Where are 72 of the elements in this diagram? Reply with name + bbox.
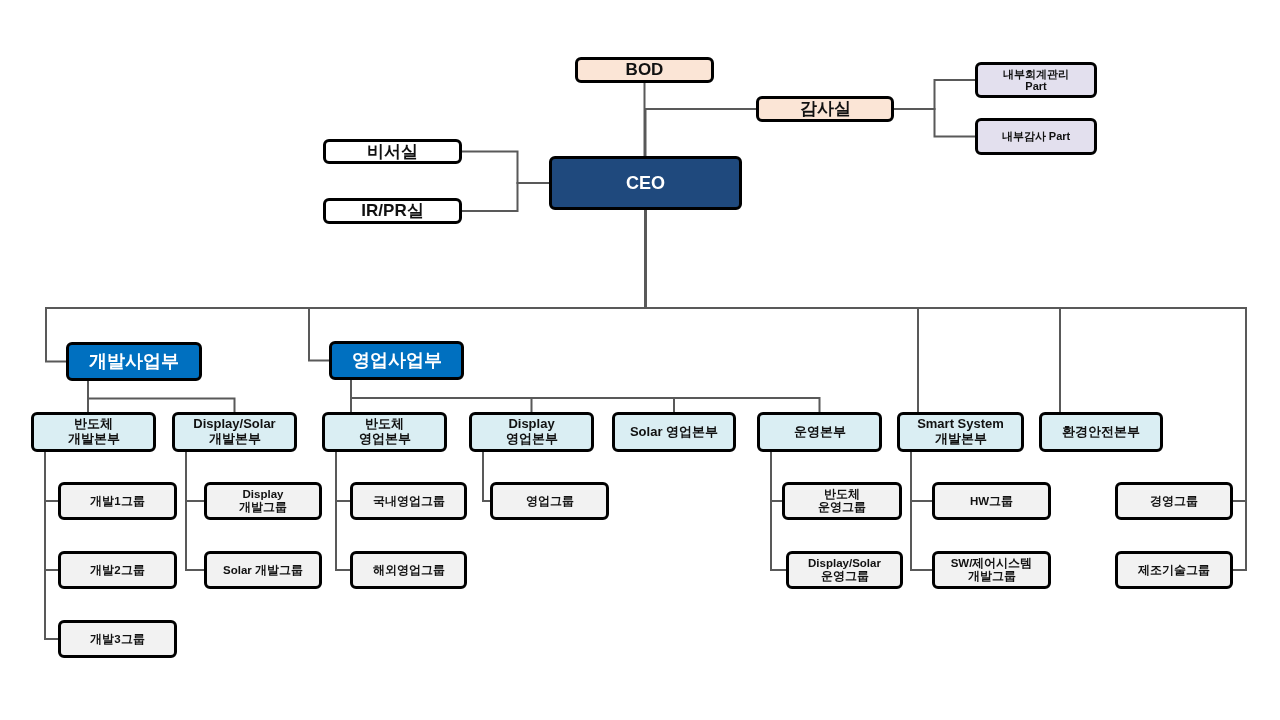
unit-name: 반도체 개발본부 — [66, 417, 121, 447]
department-box — [612, 412, 736, 452]
unit-name: Smart System 개발본부 — [916, 417, 1005, 447]
group-box — [1115, 551, 1233, 589]
unit-name: 개발2그룹 — [90, 563, 145, 577]
group-box — [1115, 482, 1233, 520]
connector-line — [185, 451, 205, 571]
group-box — [204, 551, 322, 589]
org-box — [323, 198, 462, 224]
connector-line — [482, 451, 491, 502]
unit-name: CEO — [626, 172, 665, 194]
unit-name: IR/PR실 — [361, 201, 424, 221]
unit-name: HW그룹 — [969, 494, 1014, 508]
unit-name: 감사실 — [799, 99, 851, 119]
group-box — [350, 551, 467, 589]
unit-name: 국내영업그룹 — [372, 494, 445, 508]
connector-line — [335, 451, 351, 571]
unit-name: Display 영업본부 — [504, 417, 559, 447]
unit-name: BOD — [625, 60, 664, 80]
connector-line — [44, 451, 59, 640]
unit-name: Solar 개발그룹 — [223, 563, 303, 577]
group-box — [932, 551, 1051, 589]
department-box — [469, 412, 594, 452]
unit-name: 내부감사 Part — [1001, 130, 1071, 143]
department-box — [897, 412, 1024, 452]
department-box — [31, 412, 156, 452]
connector-line — [643, 82, 646, 157]
unit-name: 반도체 운영그룹 — [817, 488, 867, 514]
unit-name: SW/제어시스템 개발그룹 — [949, 557, 1034, 583]
unit-name: Display/Solar 운영그룹 — [807, 557, 882, 583]
group-box — [204, 482, 322, 520]
unit-name: 개발1그룹 — [90, 494, 145, 508]
group-box — [58, 620, 177, 658]
group-box — [782, 482, 902, 520]
department-box — [757, 412, 882, 452]
unit-name: 개발사업부 — [89, 351, 179, 372]
org-box — [975, 118, 1097, 155]
department-box — [1039, 412, 1163, 452]
org-box — [575, 57, 714, 83]
org-box — [756, 96, 894, 122]
unit-name: 환경안전본부 — [1062, 424, 1140, 440]
unit-name: 경영그룹 — [1150, 494, 1198, 508]
unit-name: Solar 영업본부 — [629, 424, 719, 440]
org-box — [975, 62, 1097, 98]
unit-name: 영업그룹 — [525, 494, 574, 508]
division-box — [66, 342, 202, 381]
unit-name: 개발3그룹 — [90, 632, 145, 646]
unit-name: 영업사업부 — [351, 350, 442, 371]
group-box — [932, 482, 1051, 520]
connector-line — [910, 451, 933, 571]
unit-name: 반도체 영업본부 — [357, 417, 412, 447]
unit-name: 운영본부 — [793, 424, 846, 440]
unit-name: 제조기술그룹 — [1138, 563, 1210, 577]
unit-name: Display 개발그룹 — [238, 488, 288, 514]
org-box — [323, 139, 462, 164]
group-box — [58, 482, 177, 520]
unit-name: Display/Solar 개발본부 — [192, 417, 277, 447]
connector-line — [87, 380, 236, 413]
group-box — [490, 482, 609, 520]
group-box — [58, 551, 177, 589]
division-box — [329, 341, 464, 380]
connector-line — [644, 108, 757, 157]
connector-line — [893, 108, 976, 138]
group-box — [350, 482, 467, 520]
unit-name: 내부회계관리 Part — [1002, 67, 1070, 93]
group-box — [786, 551, 903, 589]
connector-line — [770, 451, 787, 571]
unit-name: 비서실 — [367, 142, 418, 161]
unit-name: 해외영업그룹 — [372, 563, 445, 577]
ceo-box — [549, 156, 742, 210]
department-box — [172, 412, 297, 452]
department-box — [322, 412, 447, 452]
